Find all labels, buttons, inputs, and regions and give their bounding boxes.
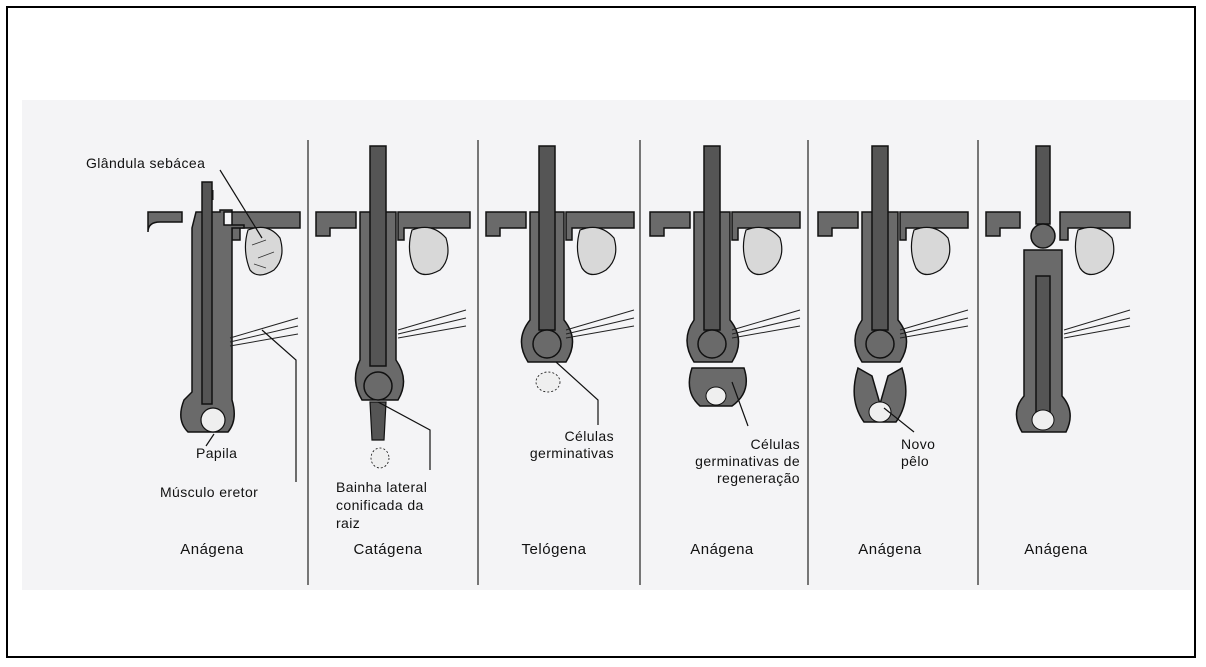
stage-label-1: Anágena xyxy=(142,541,282,558)
label-regeneration-cells: Células germinativas de regeneração xyxy=(650,436,800,487)
label-germinal-cells-line-1: Células xyxy=(510,428,614,445)
follicle-anagen-2 xyxy=(650,146,800,406)
label-root-sheath-line-2: conificada da xyxy=(336,496,427,514)
label-regeneration-cells-line-1: Células xyxy=(650,436,800,453)
leader-muscle xyxy=(262,330,296,482)
leader-germinal xyxy=(556,362,598,425)
label-regeneration-cells-line-3: regeneração xyxy=(650,470,800,487)
stage-label-2: Catágena xyxy=(318,541,458,558)
follicle-anagen-1 xyxy=(148,182,300,432)
follicle-catagen xyxy=(316,146,470,468)
label-root-sheath-line-3: raiz xyxy=(336,514,427,532)
follicle-telogen xyxy=(486,146,634,392)
label-sebaceous-gland: Glândula sebácea xyxy=(86,155,205,171)
label-new-hair: Novo pêlo xyxy=(901,436,935,470)
stage-label-3: Telógena xyxy=(484,541,624,558)
stage-label-4: Anágena xyxy=(652,541,792,558)
label-erector-muscle: Músculo eretor xyxy=(160,484,258,500)
follicle-anagen-3 xyxy=(818,146,968,422)
label-root-sheath: Bainha lateral conificada da raiz xyxy=(336,478,427,532)
label-germinal-cells-line-2: germinativas xyxy=(510,445,614,462)
label-new-hair-line-1: Novo xyxy=(901,436,935,453)
label-root-sheath-line-1: Bainha lateral xyxy=(336,478,427,496)
label-germinal-cells: Células germinativas xyxy=(510,428,614,462)
follicle-anagen-4 xyxy=(986,146,1130,432)
label-papilla: Papila xyxy=(196,445,237,461)
stage-label-5: Anágena xyxy=(820,541,960,558)
label-new-hair-line-2: pêlo xyxy=(901,453,935,470)
label-regeneration-cells-line-2: germinativas de xyxy=(650,453,800,470)
stage-label-6: Anágena xyxy=(986,541,1126,558)
